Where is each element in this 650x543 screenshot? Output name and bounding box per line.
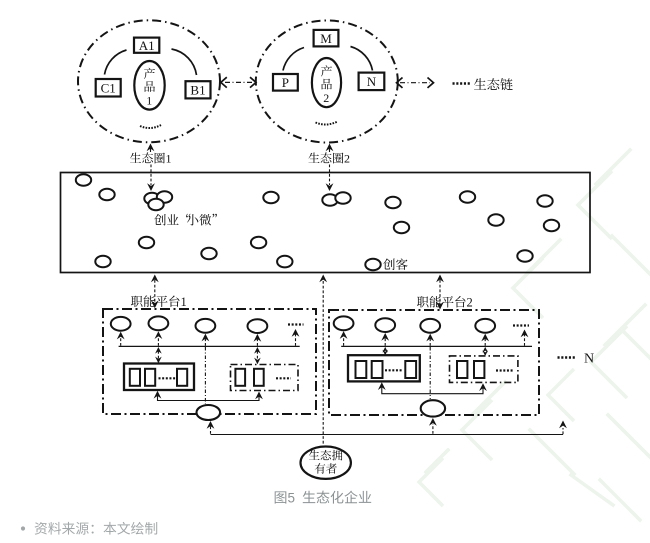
svg-text:M: M — [320, 31, 332, 46]
svg-text:2: 2 — [467, 296, 473, 310]
svg-text:N: N — [584, 352, 594, 367]
svg-text:1: 1 — [181, 295, 187, 309]
svg-text:1: 1 — [146, 94, 152, 108]
svg-text:C1: C1 — [101, 80, 116, 95]
svg-text:1: 1 — [166, 152, 172, 166]
svg-text:N: N — [367, 74, 377, 89]
svg-text:B1: B1 — [190, 83, 205, 98]
svg-text:2: 2 — [323, 91, 329, 105]
svg-text:A1: A1 — [139, 38, 155, 53]
svg-text:2: 2 — [344, 152, 350, 166]
svg-text:5: 5 — [288, 491, 296, 506]
svg-text:P: P — [282, 75, 289, 90]
